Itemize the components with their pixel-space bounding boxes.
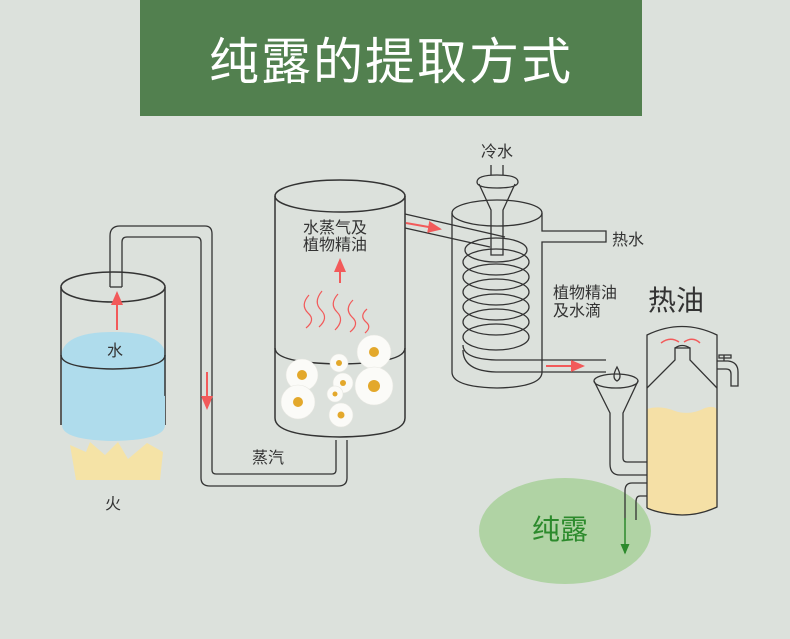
vapor-pipe (404, 213, 506, 248)
water-label: 水 (107, 341, 124, 360)
steam-label: 蒸汽 (252, 448, 285, 467)
title-banner: 纯露的提取方式 (140, 0, 642, 116)
arrow-right-vapor (405, 221, 442, 233)
separator-funnel (593, 365, 647, 520)
steam-oil-label-1: 水蒸气及 (303, 218, 368, 237)
heat-waves-icon (303, 290, 370, 334)
steam-oil-label-2: 植物精油 (303, 235, 368, 254)
condenser (451, 165, 607, 389)
boiler-water-fill (62, 384, 165, 441)
oil-vapor-icon (660, 338, 701, 344)
fire-label: 火 (105, 494, 122, 513)
oil-fill (647, 406, 717, 515)
hot-water-label: 热水 (612, 230, 645, 249)
daisy-flowers-icon (280, 334, 394, 428)
cold-water-label: 冷水 (481, 142, 514, 161)
droplet-icon (613, 365, 621, 382)
cold-water-funnel (476, 174, 519, 256)
fire-icon (70, 442, 163, 480)
hydrosol-circle (479, 478, 651, 584)
hot-oil-label: 热油 (648, 284, 705, 317)
hydrosol-label: 纯露 (532, 513, 589, 546)
page-title: 纯露的提取方式 (209, 33, 573, 91)
oil-drops-label-2: 及水滴 (553, 301, 602, 320)
oil-vessel (646, 325, 739, 516)
oil-drops-label-1: 植物精油 (553, 283, 618, 302)
steam-pipe (109, 225, 348, 487)
